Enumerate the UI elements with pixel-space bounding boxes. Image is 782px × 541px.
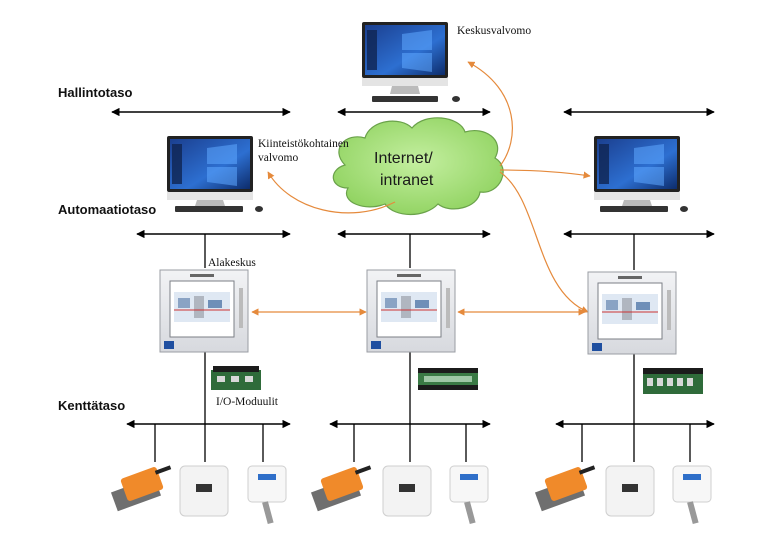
level-label-field: Kenttätaso [58, 398, 125, 413]
cloud-label-line2: intranet [380, 172, 434, 189]
label-io-modules: I/O-Moduulit [216, 396, 279, 408]
actuator-3 [534, 465, 596, 512]
controller-panel-3 [587, 271, 677, 355]
duct-sensor-3 [672, 465, 712, 525]
computer-right [594, 136, 688, 212]
computer-central [362, 22, 460, 102]
network-links [251, 61, 591, 316]
label-building-monitoring-line1: Kiinteistökohtainen [258, 138, 349, 150]
computer-building [167, 136, 263, 212]
controller-panel-1 [159, 269, 249, 353]
io-module-3 [643, 368, 703, 394]
room-sensor-1 [179, 465, 229, 517]
io-module-2 [418, 368, 478, 390]
internet-cloud: Internet/ intranet [332, 117, 504, 215]
duct-sensor-1 [247, 465, 287, 525]
level-label-management: Hallintotaso [58, 85, 132, 100]
level-label-automation: Automaatiotaso [58, 202, 156, 217]
room-sensor-2 [382, 465, 432, 517]
controller-panel-2 [366, 269, 456, 353]
label-building-monitoring-line2: valvomo [258, 152, 298, 164]
actuator-2 [310, 465, 372, 512]
duct-sensor-2 [449, 465, 489, 525]
label-central-monitoring: Keskusvalvomo [457, 25, 531, 37]
io-module-1 [211, 366, 261, 390]
vertical-connectors [154, 234, 691, 462]
cloud-label-line1: Internet/ [374, 150, 433, 167]
room-sensor-3 [605, 465, 655, 517]
label-substation: Alakeskus [208, 257, 256, 269]
actuator-1 [110, 465, 172, 512]
